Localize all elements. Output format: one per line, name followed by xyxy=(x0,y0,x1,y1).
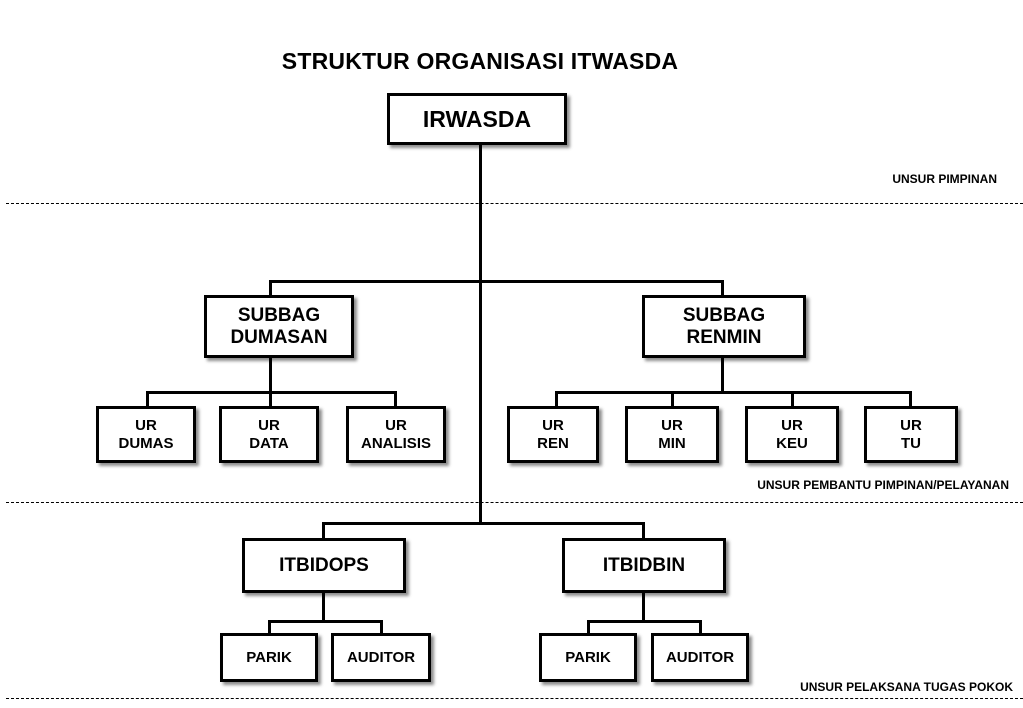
node-label: PARIK xyxy=(565,648,611,666)
node-label: UR TU xyxy=(900,417,922,452)
separator-line xyxy=(6,502,1023,503)
node-parik-ops: PARIK xyxy=(220,633,318,682)
connector xyxy=(587,620,590,635)
node-parik-bin: PARIK xyxy=(539,633,637,682)
node-itbidops: ITBIDOPS xyxy=(242,538,406,593)
node-label: AUDITOR xyxy=(346,648,416,666)
node-label: UR KEU xyxy=(776,417,808,452)
connector xyxy=(322,522,325,539)
node-label: UR MIN xyxy=(658,417,686,452)
node-irwasda: IRWASDA xyxy=(387,93,567,145)
zone-label-pembantu: UNSUR PEMBANTU PIMPINAN/PELAYANAN xyxy=(757,478,1009,492)
node-auditor-ops: AUDITOR xyxy=(331,633,431,682)
connector xyxy=(555,391,558,409)
connector-itbidops-bar xyxy=(268,620,383,623)
node-label: ITBIDBIN xyxy=(602,554,686,576)
connector xyxy=(791,391,794,409)
connector xyxy=(642,522,645,539)
separator-line xyxy=(6,203,1023,204)
chart-title: STRUKTUR ORGANISASI ITWASDA xyxy=(281,48,679,74)
connector xyxy=(268,620,271,635)
connector-itbidbin-bar xyxy=(587,620,702,623)
node-ur-ren: UR REN xyxy=(507,406,599,463)
connector xyxy=(909,391,912,409)
node-label: PARIK xyxy=(246,648,292,666)
connector xyxy=(146,391,149,409)
node-label: UR DUMAS xyxy=(118,417,174,452)
connector-renmin-bar xyxy=(555,391,912,394)
node-label: SUBBAG DUMASAN xyxy=(230,304,328,348)
connector xyxy=(322,592,325,622)
connector xyxy=(699,620,702,635)
connector xyxy=(269,357,272,393)
node-ur-data: UR DATA xyxy=(219,406,319,463)
node-label: IRWASDA xyxy=(422,105,532,132)
node-label: UR REN xyxy=(537,417,569,452)
connector xyxy=(721,357,724,393)
connector-itbid-bar xyxy=(322,522,645,525)
node-label: ITBIDOPS xyxy=(279,554,369,576)
connector xyxy=(394,391,397,409)
node-label: UR DATA xyxy=(249,417,289,452)
connector xyxy=(380,620,383,635)
connector xyxy=(671,391,674,409)
node-ur-min: UR MIN xyxy=(625,406,719,463)
node-ur-analisis: UR ANALISIS xyxy=(346,406,446,463)
node-itbidbin: ITBIDBIN xyxy=(562,538,726,593)
connector xyxy=(642,592,645,622)
zone-label-pimpinan: UNSUR PIMPINAN xyxy=(892,172,997,186)
node-label: UR ANALISIS xyxy=(360,417,431,452)
node-label: AUDITOR xyxy=(665,648,735,666)
node-auditor-bin: AUDITOR xyxy=(651,633,749,682)
connector xyxy=(269,280,272,297)
node-subbag-renmin: SUBBAG RENMIN xyxy=(642,295,806,358)
node-ur-dumas: UR DUMAS xyxy=(96,406,196,463)
connector-subbag-bar xyxy=(269,280,724,283)
node-subbag-dumasan: SUBBAG DUMASAN xyxy=(204,295,354,358)
connector xyxy=(269,391,272,409)
zone-label-pelaksana: UNSUR PELAKSANA TUGAS POKOK xyxy=(800,680,1013,694)
node-ur-tu: UR TU xyxy=(864,406,958,463)
separator-line xyxy=(6,698,1023,699)
connector xyxy=(721,280,724,297)
connector-trunk xyxy=(479,143,482,525)
node-label: SUBBAG RENMIN xyxy=(682,304,766,348)
node-ur-keu: UR KEU xyxy=(745,406,839,463)
